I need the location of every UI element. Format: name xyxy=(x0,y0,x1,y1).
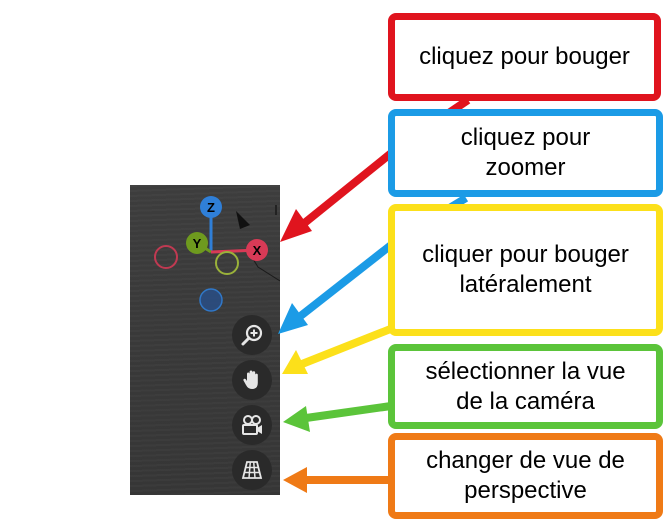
camera-view-button[interactable] xyxy=(232,405,272,445)
zoom-button[interactable] xyxy=(232,315,272,355)
z-axis-label: Z xyxy=(207,200,215,215)
hand-icon xyxy=(243,370,258,389)
callout-camera-text: sélectionner la vue de la caméra xyxy=(425,357,626,415)
callout-perspective-text: changer de vue de perspective xyxy=(426,447,625,504)
x-axis-label: X xyxy=(253,243,262,258)
z-axis-handle[interactable] xyxy=(200,196,222,218)
blue-arrow-head xyxy=(278,303,308,334)
orange-arrow-head xyxy=(283,467,307,493)
y-axis-label: Y xyxy=(193,236,202,251)
green-arrow-shaft xyxy=(305,402,392,422)
perspective-button[interactable] xyxy=(232,450,272,490)
red-arrow-head xyxy=(280,209,312,242)
y-axis-handle[interactable] xyxy=(186,232,208,254)
callout-camera: sélectionner la vue de la caméra xyxy=(388,344,663,429)
yellow-arrow-shaft xyxy=(300,324,395,368)
callout-pan: cliquer pour bouger latéralement xyxy=(388,204,663,336)
navigation-gizmo[interactable]: Z Y X xyxy=(130,185,280,325)
red-arrow-shaft xyxy=(299,142,403,229)
blue-arrow-shaft xyxy=(295,234,403,322)
neg-x-handle[interactable] xyxy=(154,245,178,269)
callout-move-text: cliquez pour bouger xyxy=(419,43,630,70)
green-arrow-head xyxy=(283,406,310,432)
scene-triangle xyxy=(236,211,250,229)
viewport-panel[interactable]: Z Y X xyxy=(130,185,280,495)
callout-move: cliquez pour bouger xyxy=(388,13,661,101)
callout-pan-text: cliquer pour bouger latéralement xyxy=(422,241,629,298)
camera-icon xyxy=(242,415,262,435)
neg-y-handle[interactable] xyxy=(215,251,239,275)
callout-zoom: cliquez pour zoomer xyxy=(388,109,663,197)
yellow-arrow-head xyxy=(282,350,308,374)
zoom-in-icon xyxy=(241,324,263,346)
perspective-grid-icon xyxy=(241,461,263,479)
neg-z-handle[interactable] xyxy=(199,288,223,312)
pan-button[interactable] xyxy=(232,360,272,400)
callout-perspective: changer de vue de perspective xyxy=(388,433,663,519)
callout-zoom-text: cliquez pour zoomer xyxy=(460,124,591,181)
x-axis-handle[interactable] xyxy=(246,239,268,261)
